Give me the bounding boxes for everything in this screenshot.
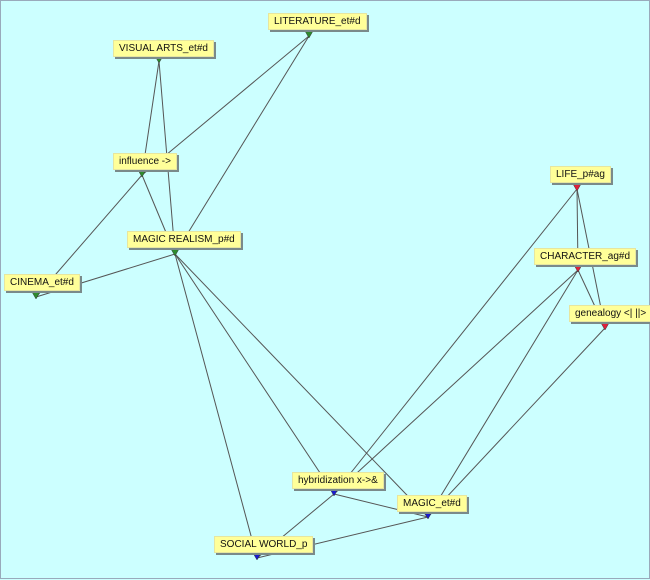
node-cinema[interactable]: CINEMA_et#d [4, 274, 80, 291]
edge-magic_realism-hybridization [174, 253, 335, 495]
node-hybridization[interactable]: hybridization x->& [292, 472, 384, 489]
edge-genealogy-magic_et [427, 327, 606, 518]
node-magic-et[interactable]: MAGIC_et#d [397, 495, 467, 512]
edge-magic_realism-magic_et [174, 253, 429, 518]
node-marker-icon[interactable] [329, 488, 339, 497]
node-influence[interactable]: influence -> [113, 153, 177, 170]
node-visual-arts[interactable]: VISUAL ARTS_et#d [113, 40, 214, 57]
node-life[interactable]: LIFE_p#ag [550, 166, 611, 183]
node-marker-icon[interactable] [252, 552, 262, 561]
node-marker-icon[interactable] [154, 55, 164, 64]
node-character[interactable]: CHARACTER_ag#d [534, 248, 637, 265]
node-marker-icon[interactable] [423, 511, 433, 520]
node-social-world[interactable]: SOCIAL WORLD_p [214, 536, 314, 553]
edge-life-hybridization [333, 188, 578, 495]
edge-literature-magic_realism [174, 35, 310, 255]
node-marker-icon[interactable] [31, 291, 41, 300]
node-marker-icon[interactable] [573, 264, 583, 273]
edge-character-hybridization [333, 269, 579, 495]
node-marker-icon[interactable] [304, 30, 314, 39]
edge-hybridization-magic_et [333, 493, 429, 518]
node-literature[interactable]: LITERATURE_et#d [268, 13, 367, 30]
node-magic-realism[interactable]: MAGIC REALISM_p#d [127, 231, 241, 248]
edge-character-magic_et [427, 269, 579, 518]
node-genealogy[interactable]: genealogy <| ||> [569, 305, 650, 322]
edge-literature-influence [141, 35, 310, 176]
node-marker-icon[interactable] [137, 169, 147, 178]
edge-magic_realism-social_world [174, 253, 258, 559]
node-marker-icon[interactable] [170, 248, 180, 257]
node-marker-icon[interactable] [600, 322, 610, 331]
node-marker-icon[interactable] [572, 183, 582, 192]
